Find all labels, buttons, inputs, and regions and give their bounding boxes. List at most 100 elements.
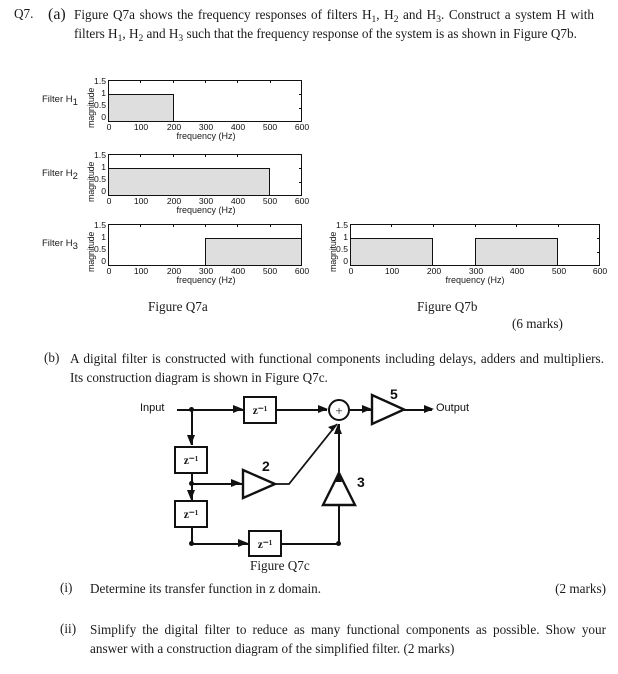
adder-node: + <box>328 399 350 421</box>
xtick: 600 <box>294 122 310 132</box>
ytick: 1.5 <box>94 220 106 230</box>
xtick: 300 <box>198 266 214 276</box>
chart-system-h: magnitude 1.5 1 0.5 0 0 100 200 300 400 … <box>310 220 618 286</box>
question-7-intro: Q7. (a) Figure Q7a shows the frequency r… <box>14 6 604 44</box>
xtick: 300 <box>198 196 214 206</box>
question-number: Q7. <box>14 6 34 21</box>
chart-filter-h1-label: Filter H1 <box>42 94 78 108</box>
xtick: 400 <box>230 196 246 206</box>
input-label: Input <box>140 402 165 414</box>
ytick: 1.5 <box>94 76 106 86</box>
xtick: 200 <box>166 266 182 276</box>
passband-300-500 <box>475 238 558 266</box>
wire-input-main <box>177 409 243 411</box>
wire-delay3-down <box>191 528 193 545</box>
xtick: 200 <box>166 196 182 206</box>
xtick: 500 <box>262 266 278 276</box>
xtick: 600 <box>592 266 608 276</box>
part-a-text: Figure Q7a shows the frequency responses… <box>74 7 594 44</box>
part-a-marks: (6 marks) <box>512 316 563 331</box>
question-7-part-b: (b) A digital filter is constructed with… <box>44 350 608 387</box>
passband-0-200 <box>108 94 174 122</box>
item-ii-text: Simplify the digital filter to reduce as… <box>90 622 606 656</box>
chart-filter-h1-xlabel: frequency (Hz) <box>176 131 236 141</box>
delay-block-3: z⁻¹ <box>174 500 208 528</box>
part-a-label: (a) <box>48 6 66 23</box>
question-7-item-i: (i) Determine its transfer function in z… <box>60 580 608 599</box>
xtick: 300 <box>468 266 484 276</box>
diagram-arrowheads <box>187 405 434 547</box>
xtick: 400 <box>230 122 246 132</box>
wire-gain2-to-sum <box>275 423 338 485</box>
item-i-marks: (2 marks) <box>555 581 606 596</box>
ytick: 0 <box>343 256 348 266</box>
chart-filter-h3-label: Filter H3 <box>42 238 78 252</box>
question-7-item-ii: (ii) Simplify the digital filter to redu… <box>60 621 608 658</box>
xtick: 100 <box>133 196 149 206</box>
wire-riser-to-gain3 <box>338 506 340 544</box>
gain-2-label: 2 <box>262 458 270 474</box>
ytick: 1 <box>101 88 106 98</box>
wire-delay1-to-sum <box>277 409 327 411</box>
ytick: 1 <box>101 162 106 172</box>
figure-q7c-diagram: Input z⁻¹ + 5 Output z⁻¹ <box>0 386 618 558</box>
xtick: 600 <box>294 196 310 206</box>
wire-delay2-down <box>191 474 193 500</box>
xtick: 100 <box>384 266 400 276</box>
passband-0-500 <box>108 168 270 196</box>
xtick: 0 <box>106 196 112 206</box>
delay-block-1: z⁻¹ <box>243 396 277 424</box>
part-b-text: A digital filter is constructed with fun… <box>70 351 604 385</box>
delay-block-2: z⁻¹ <box>174 446 208 474</box>
xtick: 300 <box>198 122 214 132</box>
chart-filter-h2: Filter H2 magnitude 1.5 1 0.5 0 0 100 20… <box>0 150 310 216</box>
xtick: 500 <box>551 266 567 276</box>
xtick: 500 <box>262 122 278 132</box>
xtick: 500 <box>262 196 278 206</box>
item-i-text: Determine its transfer function in z dom… <box>90 581 322 596</box>
figure-caption-q7b: Figure Q7b <box>417 299 478 314</box>
chart-system-h-xlabel: frequency (Hz) <box>445 275 505 285</box>
chart-filter-h2-xlabel: frequency (Hz) <box>176 205 236 215</box>
item-i-body: Determine its transfer function in z dom… <box>90 580 606 599</box>
ytick: 0.5 <box>336 244 348 254</box>
ytick: 0 <box>101 186 106 196</box>
chart-filter-h3-xlabel: frequency (Hz) <box>176 275 236 285</box>
xtick: 100 <box>133 122 149 132</box>
item-i-label: (i) <box>60 580 73 595</box>
chart-filter-h2-label: Filter H2 <box>42 168 78 182</box>
item-ii-label: (ii) <box>60 621 77 636</box>
figure-caption-q7c: Figure Q7c <box>250 558 310 573</box>
ytick: 0.5 <box>94 244 106 254</box>
ytick: 0 <box>101 256 106 266</box>
ytick: 1.5 <box>336 220 348 230</box>
gain-3-triangle <box>321 470 357 507</box>
passband-300-600 <box>205 238 302 266</box>
gain-3-label: 3 <box>357 474 365 490</box>
output-label: Output <box>436 402 470 414</box>
xtick: 600 <box>294 266 310 276</box>
ytick: 0.5 <box>94 174 106 184</box>
delay-block-4: z⁻¹ <box>248 530 282 557</box>
chart-filter-h1: Filter H1 magnitude 1.5 1 0.5 0 0 100 20… <box>0 76 310 142</box>
wire-gain3-to-sum <box>338 424 340 472</box>
wire-input-tap-down <box>191 409 193 445</box>
wire-sum-to-gain5 <box>350 409 372 411</box>
wire-to-gain2 <box>191 483 243 485</box>
gain-5-label: 5 <box>390 386 398 402</box>
ytick: 0 <box>101 112 106 122</box>
xtick: 400 <box>509 266 525 276</box>
xtick: 0 <box>106 122 112 132</box>
xtick: 200 <box>166 122 182 132</box>
ytick: 1 <box>343 232 348 242</box>
wire-gain5-to-output <box>404 409 432 411</box>
xtick: 100 <box>133 266 149 276</box>
gain-2-triangle <box>241 468 278 500</box>
wire-to-delay4 <box>191 543 248 545</box>
ytick: 0.5 <box>94 100 106 110</box>
chart-filter-h3: Filter H3 magnitude 1.5 1 0.5 0 0 100 20… <box>0 220 310 286</box>
figure-caption-q7a: Figure Q7a <box>148 299 208 314</box>
xtick: 200 <box>426 266 442 276</box>
passband-0-200 <box>350 238 433 266</box>
